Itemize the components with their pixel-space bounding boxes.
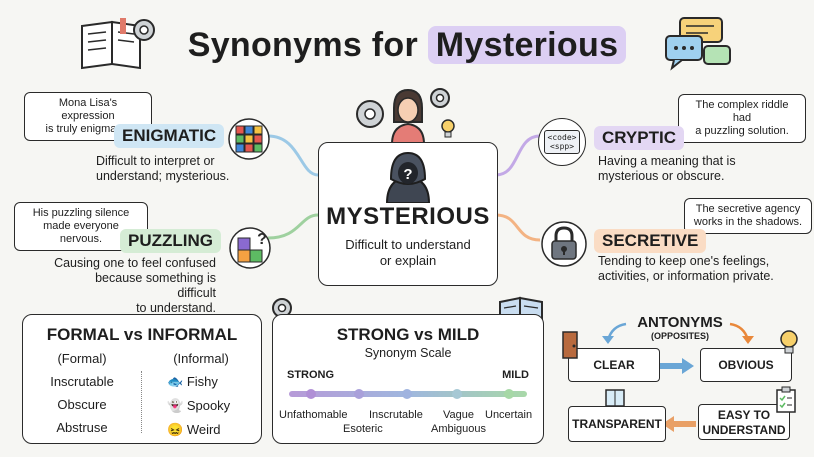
center-word: MYSTERIOUS (326, 203, 490, 230)
formal-term: Abstruse (56, 420, 108, 435)
svg-text:?: ? (257, 231, 267, 248)
secretive-example-line2: works in the shadows. (693, 216, 803, 228)
hooded-figure-icon: ? (385, 151, 431, 203)
antonyms-heading: ANTONYMS (637, 314, 723, 331)
column-divider (141, 371, 142, 433)
enigmatic-definition: Difficult to interpret or understand; my… (96, 154, 229, 184)
puzzling-example-line1: His puzzling silence (32, 207, 130, 219)
padlock-icon (541, 221, 587, 267)
scale-point (354, 389, 364, 399)
confused-face-icon: 😖 (167, 422, 184, 437)
cryptic-example-line2: a puzzling solution. (695, 125, 789, 137)
scale-term: Esoteric (343, 423, 383, 435)
antonym-obvious-label: OBVIOUS (718, 358, 774, 372)
fish-icon: 🐟 (167, 374, 184, 389)
synonym-scale-bar (289, 389, 527, 399)
code-window-icon: <code> <spp> (538, 118, 586, 166)
ghost-icon: 👻 (167, 398, 184, 413)
center-def-line1: Difficult to understand (345, 237, 471, 252)
code-line2: <spp> (549, 142, 575, 151)
puzzling-example-line2: made everyone nervous. (43, 220, 119, 245)
puzzling-def-line3: to understand. (136, 301, 216, 315)
lightbulb-icon (780, 330, 798, 354)
center-def-line2: or explain (379, 253, 437, 268)
scale-point (504, 389, 514, 399)
informal-term: Fishy (186, 374, 218, 389)
enigmatic-example-line1: Mona Lisa's expression (58, 97, 118, 122)
scale-point (452, 389, 462, 399)
antonym-clear: CLEAR (568, 348, 660, 382)
antonyms-subtitle: (OPPOSITES) (650, 331, 709, 341)
enigmatic-label: ENIGMATIC (114, 124, 225, 148)
enigmatic-def-line2: understand; mysterious. (96, 169, 230, 183)
scale-term: Uncertain (485, 409, 533, 421)
formal-term: Obscure (57, 397, 107, 412)
antonym-transparent: TRANSPARENT (568, 406, 666, 442)
antonyms-title: ANTONYMS (OPPOSITES) (622, 314, 738, 341)
mild-label: MILD (502, 369, 529, 381)
puzzling-definition: Causing one to feel confused because som… (54, 256, 216, 316)
cryptic-def-line2: mysterious or obscure. (598, 169, 725, 183)
strong-label: STRONG (287, 369, 335, 381)
secretive-def-line1: Tending to keep one's feelings, (598, 254, 770, 268)
enigmatic-def-line1: Difficult to interpret or (96, 154, 215, 168)
cryptic-example-bubble: The complex riddle had a puzzling soluti… (678, 94, 806, 143)
cryptic-label: CRYPTIC (594, 126, 684, 150)
strong-mild-card: STRONG vs MILD Synonym Scale STRONG MILD… (272, 314, 544, 444)
strong-mild-subtitle: Synonym Scale (364, 346, 452, 360)
page-title: Synonyms for Mysterious (0, 26, 814, 65)
informal-term: Spooky (186, 398, 231, 413)
puzzle-piece-icon: ? (229, 227, 271, 269)
puzzling-def-line2: because something is difficult (95, 271, 216, 300)
code-line1: <code> (547, 133, 577, 142)
informal-term: Weird (186, 422, 221, 437)
strong-mild-title: STRONG vs MILD (336, 325, 480, 344)
antonym-clear-label: CLEAR (593, 358, 635, 372)
secretive-def-line2: activities, or information private. (598, 269, 774, 283)
antonym-transparent-label: TRANSPARENT (572, 417, 662, 431)
scale-term: Vague (443, 409, 474, 421)
secretive-label: SECRETIVE (594, 229, 707, 253)
secretive-example-line1: The secretive agency (695, 203, 801, 215)
enigmatic-example-line2: is truly enigmatic. (45, 123, 131, 135)
cryptic-def-line1: Having a meaning that is (598, 154, 736, 168)
puzzling-label: PUZZLING (120, 229, 221, 253)
secretive-example-bubble: The secretive agency works in the shadow… (684, 198, 812, 234)
antonym-obvious: OBVIOUS (700, 348, 792, 382)
window-icon (605, 389, 625, 407)
thinking-person-icon (356, 88, 455, 144)
antonym-easy-line1: EASY TO (717, 408, 771, 422)
cryptic-example-line1: The complex riddle had (695, 99, 789, 124)
svg-text:?: ? (403, 166, 412, 183)
scale-term: Ambiguous (431, 423, 487, 435)
scale-point (306, 389, 316, 399)
rubiks-cube-icon (228, 118, 270, 160)
formal-header: (Formal) (57, 351, 107, 366)
chat-bubbles-icon (665, 17, 731, 71)
title-highlight: Mysterious (427, 26, 627, 64)
formal-informal-card: FORMAL vs INFORMAL (Formal) Inscrutable … (22, 314, 262, 444)
antonym-easy-to-understand: EASY TO UNDERSTAND (698, 404, 790, 440)
formal-term: Inscrutable (50, 374, 114, 389)
secretive-definition: Tending to keep one's feelings, activiti… (598, 254, 774, 284)
door-icon (562, 331, 578, 359)
checklist-icon (776, 386, 796, 413)
scale-point (402, 389, 412, 399)
center-card: ? MYSTERIOUS Difficult to understand or … (318, 142, 498, 286)
book-gear-icon (81, 18, 155, 70)
puzzling-def-line1: Causing one to feel confused (54, 256, 216, 270)
title-prefix: Synonyms for (187, 26, 419, 64)
formal-informal-title: FORMAL vs INFORMAL (46, 325, 238, 344)
scale-term: Unfathomable (279, 409, 348, 421)
antonym-arrows (602, 322, 754, 432)
antonym-easy-line2: UNDERSTAND (702, 423, 786, 437)
informal-header: (Informal) (173, 351, 229, 366)
cryptic-definition: Having a meaning that is mysterious or o… (598, 154, 736, 184)
scale-term: Inscrutable (369, 409, 423, 421)
